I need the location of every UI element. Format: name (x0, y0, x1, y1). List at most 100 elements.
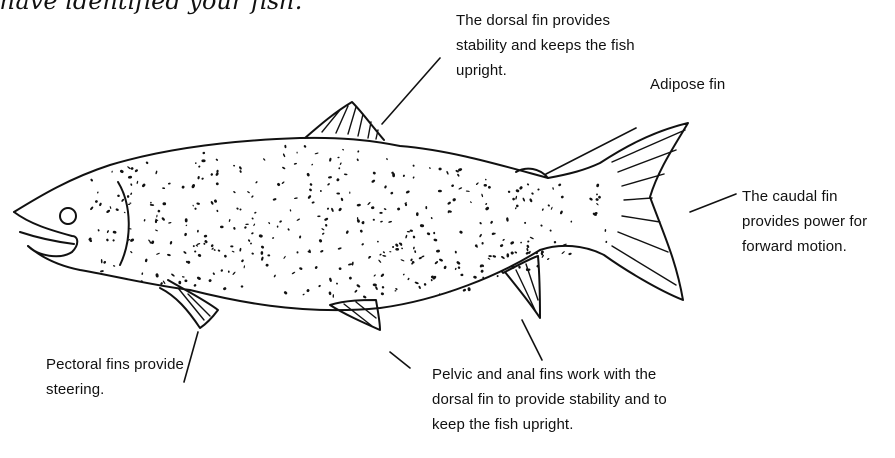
fish-spot (90, 178, 94, 182)
fish-spot (130, 167, 134, 171)
fish-spot (372, 283, 377, 286)
fish-spot (245, 224, 249, 225)
fish-spot (529, 198, 533, 203)
fish-spot (184, 279, 187, 282)
fish-spot (261, 256, 264, 261)
fish-spot (530, 236, 535, 239)
fish-spot (287, 228, 290, 231)
fish-spot (457, 266, 461, 270)
fish-spot (373, 219, 375, 221)
fish-spot (487, 185, 491, 189)
fish-spot (250, 242, 253, 245)
fish-spot (299, 267, 303, 271)
fish-spot (455, 267, 457, 270)
fish-spot (181, 185, 185, 189)
fish-spot (416, 212, 419, 216)
fish-spot (481, 193, 483, 197)
fish-spot (215, 158, 218, 161)
fish-spot (100, 270, 104, 273)
fish-spot (484, 184, 488, 187)
fish-spot (492, 255, 496, 258)
fish-spot (480, 269, 484, 273)
fish-spot (501, 255, 506, 259)
fish-spot (162, 202, 166, 205)
fish-spot (216, 170, 219, 174)
fish-spot (210, 244, 214, 248)
fish-spot (150, 204, 155, 206)
fish-spot (106, 238, 109, 241)
fish-spot (383, 208, 386, 211)
fish-spot (124, 212, 126, 214)
fish-spot (168, 222, 172, 224)
fish-spot (542, 208, 545, 211)
fish-spot (325, 224, 328, 227)
fish-spot (430, 279, 433, 282)
fish-spot (107, 230, 110, 234)
fish-spot (201, 177, 204, 180)
fish-spot (267, 254, 270, 256)
fish-spot (232, 271, 236, 275)
fish-spot (433, 232, 435, 235)
fish-spot (258, 234, 263, 238)
fish-spot (491, 232, 495, 236)
fish-spot (263, 158, 266, 161)
fish-spot (121, 198, 125, 202)
fish-spot (552, 187, 554, 190)
fish-spot (265, 263, 269, 267)
fish-spot (95, 200, 99, 204)
fish-spot (329, 277, 333, 282)
fish-spot (434, 261, 438, 265)
fish-spot (213, 199, 217, 203)
fish-spot (516, 204, 519, 207)
fish-spot (155, 229, 158, 231)
fish-spot (551, 206, 553, 210)
fish-spot (525, 251, 529, 255)
fish-spot (145, 258, 148, 262)
fish-spot (506, 217, 509, 222)
fish-spot (485, 179, 487, 181)
fish-spot (515, 196, 517, 200)
fish-spot (129, 202, 131, 203)
fish-spot (268, 222, 271, 225)
fish-spot (378, 259, 382, 263)
fish-spot (357, 204, 362, 207)
fish-spot (507, 190, 510, 193)
fish-spot (241, 259, 245, 263)
fish-spot (284, 145, 286, 149)
fish-spot (194, 250, 196, 252)
fish-spot (169, 241, 172, 245)
fish-spot (520, 242, 522, 244)
fish-spot (251, 252, 254, 255)
fish-spot (193, 245, 195, 247)
fish-spot (128, 176, 133, 179)
pectoral-fins-label: Pectoral fins provide steering. (46, 352, 246, 402)
fish-spot (451, 184, 455, 188)
fish-spot (130, 238, 135, 243)
dorsal-fin (305, 102, 384, 140)
fish-spot (568, 252, 572, 255)
fish-spot (388, 221, 392, 224)
fish-spot (342, 149, 344, 151)
fish-spot (413, 246, 415, 249)
fish-spot (168, 182, 171, 184)
fish-spot (239, 208, 242, 211)
fish-spot (596, 203, 599, 206)
fish-spot (598, 195, 602, 199)
fish-spot (194, 207, 197, 210)
fish-spot (141, 272, 143, 275)
fish-spot (311, 201, 315, 204)
fish-spot (273, 274, 276, 277)
fish-spot (195, 162, 197, 164)
fish-spot (357, 217, 358, 220)
fish-spot (119, 169, 124, 173)
fish-spot (514, 251, 517, 254)
fish-spot (395, 248, 399, 251)
fish-spot (296, 218, 300, 221)
fish-spot (320, 250, 324, 253)
fish-spot (527, 183, 530, 186)
fish-spot (294, 197, 298, 199)
fish-spot (161, 217, 165, 222)
fish-spot (429, 167, 431, 169)
fish-spot (157, 209, 161, 213)
